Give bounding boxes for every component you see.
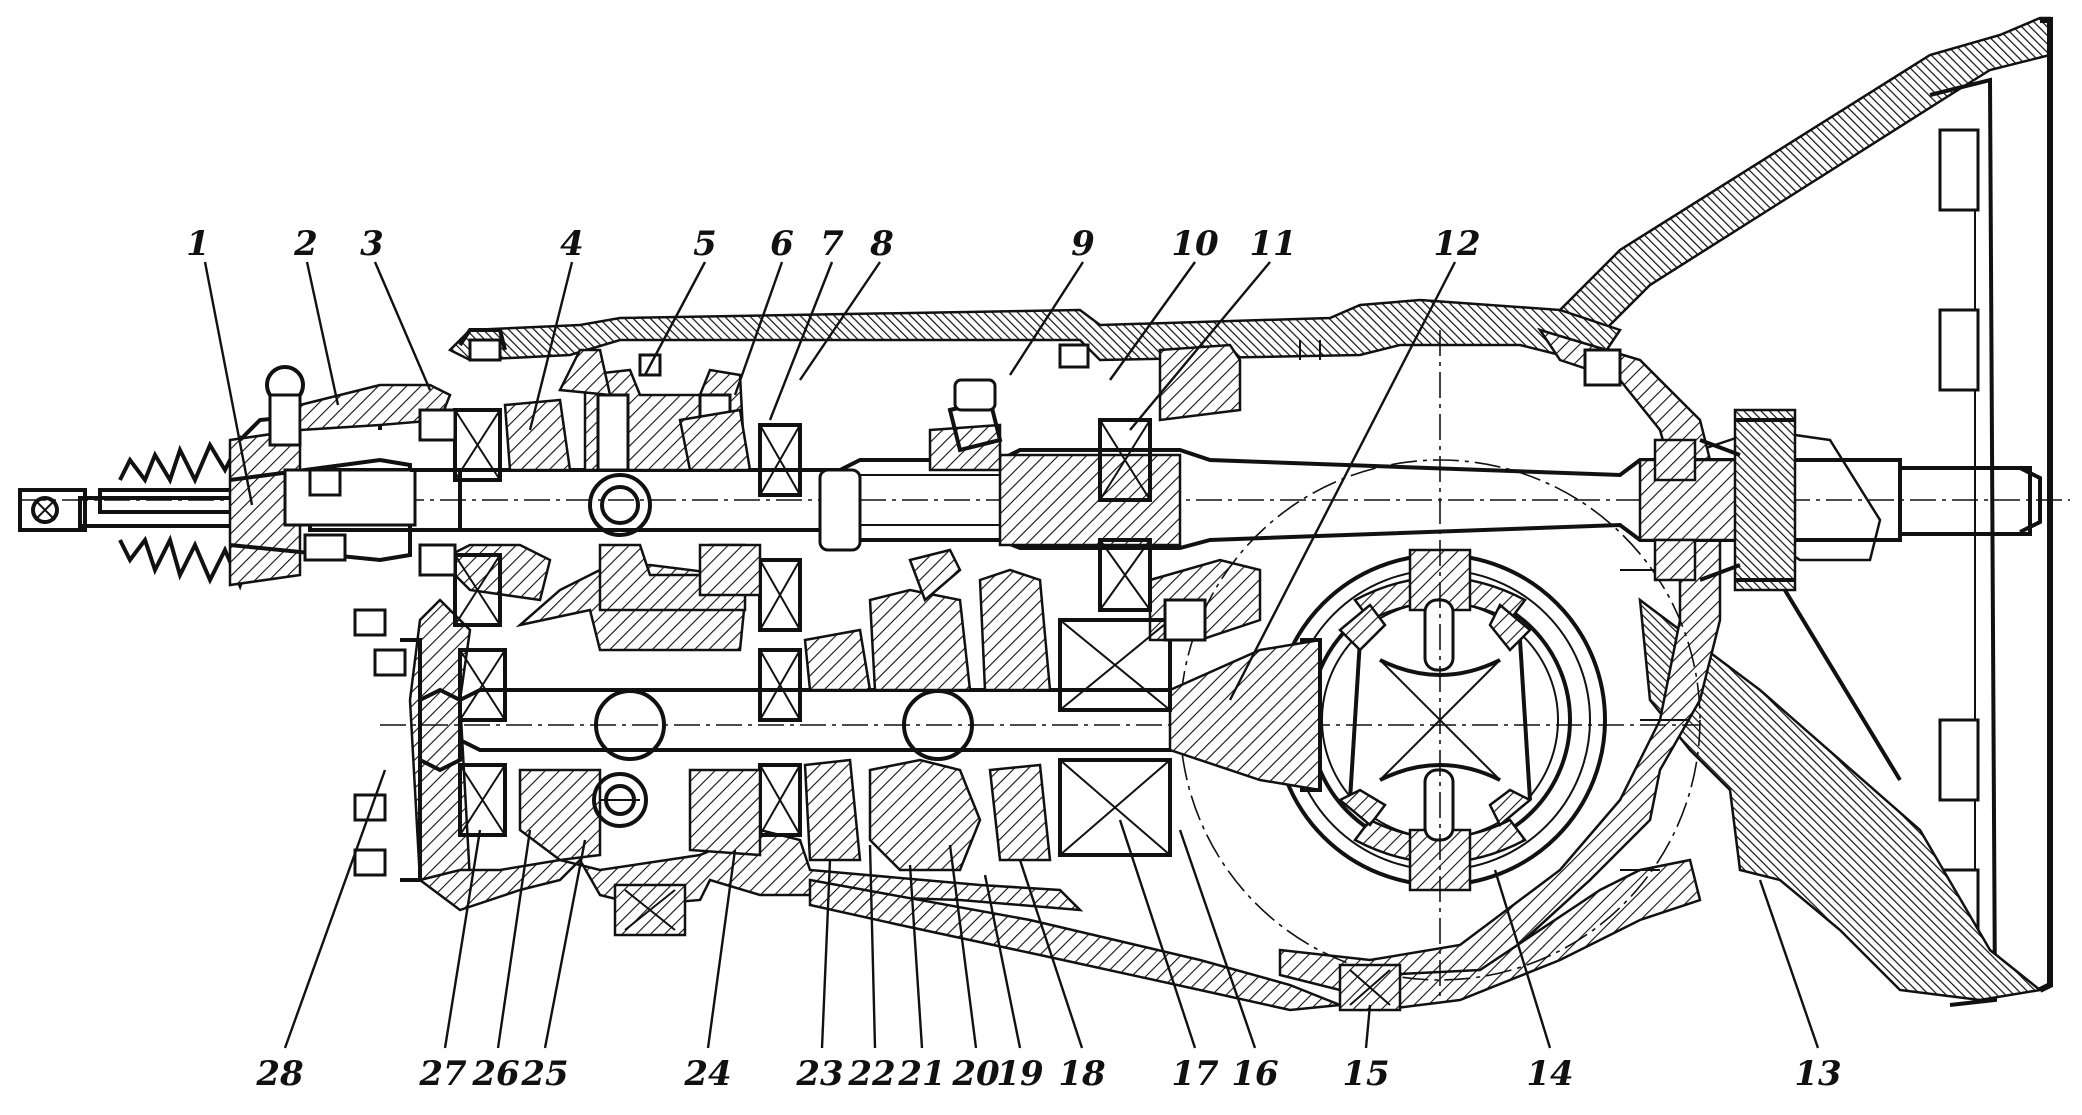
callout-15: 15: [1342, 1054, 1389, 1094]
callout-20: 20: [951, 1054, 1000, 1094]
differential-assembly: [1179, 330, 1701, 1000]
callout-28: 28: [255, 1054, 303, 1094]
rear-cover: [353, 608, 462, 882]
callout-labels: 1 2 3 4 5 6 7 8 9 10 11 12 13 14 15 16 1…: [186, 224, 1842, 1094]
callout-2: 2: [293, 224, 318, 264]
bearing-lower-mid: [758, 648, 802, 837]
callout-26: 26: [471, 1054, 519, 1094]
callout-8: 8: [869, 224, 894, 264]
shift-rod-and-boot: [18, 365, 462, 591]
bearing-lower-front: [458, 648, 507, 837]
callout-9: 9: [1071, 224, 1095, 264]
callout-5: 5: [693, 224, 717, 264]
callout-17: 17: [1171, 1054, 1219, 1094]
leader-lines: [203, 261, 1820, 1049]
bearing-17: [1058, 618, 1172, 857]
drain-plugs: [592, 772, 1402, 1012]
callout-7: 7: [820, 224, 844, 264]
callout-14: 14: [1526, 1054, 1573, 1094]
bearing-11: [1098, 418, 1152, 612]
callout-19: 19: [996, 1054, 1043, 1094]
callout-10: 10: [1171, 224, 1219, 264]
callout-13: 13: [1794, 1054, 1841, 1094]
callout-25: 25: [520, 1054, 568, 1094]
callout-27: 27: [418, 1054, 467, 1094]
release-bearing: [1653, 408, 1797, 592]
callout-11: 11: [1249, 224, 1296, 264]
callout-18: 18: [1058, 1054, 1105, 1094]
callout-12: 12: [1433, 224, 1480, 264]
callout-1: 1: [186, 224, 210, 264]
callout-16: 16: [1231, 1054, 1278, 1094]
callout-6: 6: [770, 224, 794, 264]
callout-22: 22: [847, 1054, 895, 1094]
callout-3: 3: [360, 224, 384, 264]
callout-23: 23: [795, 1054, 843, 1094]
bearing-rear-upper: [758, 423, 802, 632]
callout-21: 21: [897, 1054, 945, 1094]
bearing-front-upper: [453, 408, 502, 627]
callout-4: 4: [560, 224, 584, 264]
gears: [503, 343, 1242, 872]
shift-mechanism: [458, 328, 1622, 642]
callout-24: 24: [683, 1054, 731, 1094]
